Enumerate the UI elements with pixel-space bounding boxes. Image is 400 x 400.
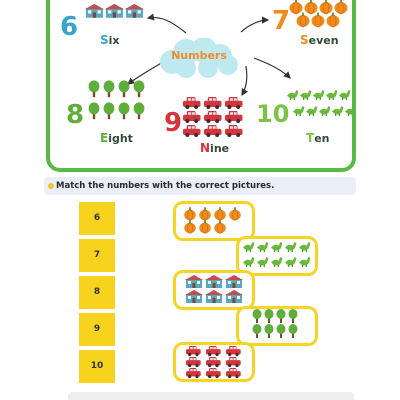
cloud-icon — [160, 37, 238, 78]
picture-card-trees[interactable] — [236, 306, 318, 346]
arrows — [127, 13, 291, 97]
bullet-icon — [48, 183, 54, 189]
house-icon — [84, 4, 144, 18]
dinosaur-icon — [243, 242, 311, 267]
word-eight: Eight — [100, 131, 133, 145]
numeral-6: 6 — [60, 12, 79, 42]
picture-card-pumpkins[interactable] — [173, 201, 255, 241]
tree-icon — [88, 80, 145, 120]
numeral-9: 9 — [164, 108, 183, 138]
house-icon — [185, 275, 243, 303]
dinosaur-icon — [287, 90, 352, 116]
numeral-8: 8 — [66, 100, 85, 130]
pumpkin-icon — [184, 207, 241, 234]
cloud-label: Numbers — [171, 49, 227, 62]
instruction-bar: Match the numbers with the correct pictu… — [44, 177, 356, 195]
numeral-10: 10 — [256, 100, 290, 128]
picture-card-houses[interactable] — [173, 270, 255, 310]
word-six: Six — [100, 33, 120, 47]
instruction-text: Match the numbers with the correct pictu… — [56, 181, 275, 191]
car-icon — [183, 97, 243, 137]
picture-card-cars[interactable] — [173, 342, 255, 382]
word-ten: Ten — [306, 131, 330, 145]
number-box-7[interactable]: 7 — [79, 239, 115, 272]
picture-card-dinosaurs[interactable] — [236, 236, 318, 276]
number-box-8[interactable]: 8 — [79, 276, 115, 309]
word-nine: Nine — [200, 141, 230, 155]
pumpkin-icon — [289, 0, 348, 28]
tree-icon — [252, 309, 298, 338]
number-box-9[interactable]: 9 — [79, 313, 115, 346]
number-box-10[interactable]: 10 — [79, 350, 115, 383]
bottom-bar — [68, 392, 354, 400]
number-box-6[interactable]: 6 — [79, 202, 115, 235]
numbers-panel: Numbers 6 Six 7 Seven 8 Eight 9 Nine 10 … — [46, 0, 356, 172]
numbers-cloud: Numbers — [156, 37, 242, 78]
car-icon — [186, 346, 241, 379]
word-seven: Seven — [300, 33, 339, 47]
numeral-7: 7 — [272, 6, 291, 36]
